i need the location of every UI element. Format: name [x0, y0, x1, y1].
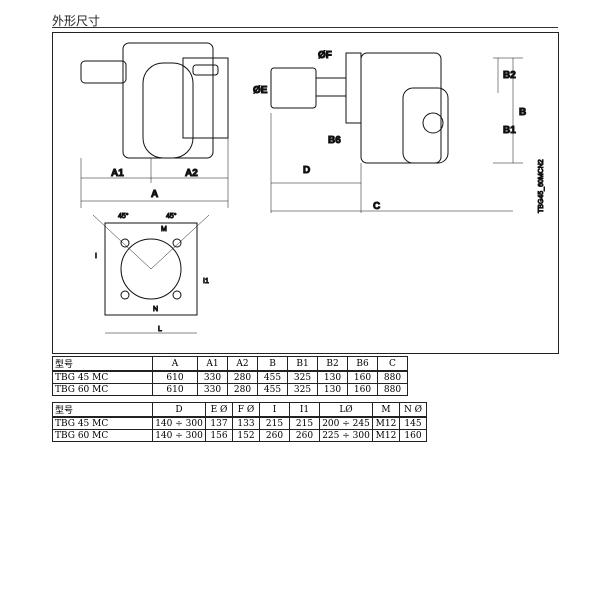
cell: 200 ÷ 245 [319, 416, 373, 430]
cell: 280 [227, 383, 258, 396]
header-b: B [257, 356, 288, 372]
angle-left: 45° [118, 212, 129, 220]
cell: 160 [347, 383, 378, 396]
cell: 140 ÷ 300 [152, 416, 206, 430]
cell: TBG 60 MC [52, 383, 153, 396]
cell: 455 [257, 370, 288, 384]
header-n: N Ø [399, 402, 427, 418]
header-a: A [152, 356, 198, 372]
cell: 880 [377, 383, 408, 396]
cell: TBG 45 MC [52, 416, 153, 430]
cell: TBG 45 MC [52, 370, 153, 384]
drawing-frame: A1 A2 A 45° 45° M N L I I1 D C B2 B1 B B… [52, 32, 559, 354]
dim-a: A [151, 189, 158, 200]
cell: 140 ÷ 300 [152, 429, 206, 442]
cell: 130 [317, 383, 348, 396]
header-d: D [152, 402, 206, 418]
table-header: 型号 A A1 A2 B B1 B2 B6 C [52, 356, 408, 372]
title-rule [52, 27, 558, 28]
drawing-code: TBG45_60MCN2 [538, 159, 545, 213]
cell: 325 [287, 370, 318, 384]
dim-b: B [519, 107, 526, 118]
cell: 225 ÷ 300 [319, 429, 373, 442]
header-i: I [259, 402, 290, 418]
cell: TBG 60 MC [52, 429, 153, 442]
header-model: 型号 [52, 402, 153, 418]
header-i1: I1 [289, 402, 320, 418]
cell: 137 [205, 416, 233, 430]
angle-right: 45° [166, 212, 177, 220]
dim-b2: B2 [503, 70, 516, 81]
dim-a2: A2 [185, 168, 198, 179]
dim-m: M [161, 226, 167, 233]
header-a1: A1 [197, 356, 228, 372]
dim-i: I [95, 253, 97, 260]
cell: 160 [399, 429, 427, 442]
cell: 152 [232, 429, 260, 442]
dim-c: C [373, 201, 380, 212]
table-header: 型号 D E Ø F Ø I I1 LØ M N Ø [52, 402, 427, 418]
dim-l: L [158, 326, 162, 333]
cell: 610 [152, 383, 198, 396]
cell: 145 [399, 416, 427, 430]
dim-d: D [303, 165, 310, 176]
cell: 160 [347, 370, 378, 384]
cell: 215 [289, 416, 320, 430]
side-view: D C B2 B1 B B6 ØE ØF TBG45_60MCN2 [253, 50, 546, 214]
cell: 260 [259, 429, 290, 442]
flange-view: 45° 45° M N L I I1 [92, 212, 209, 334]
cell: 280 [227, 370, 258, 384]
header-l: LØ [319, 402, 373, 418]
dimension-drawing: A1 A2 A 45° 45° M N L I I1 D C B2 B1 B B… [80, 42, 546, 334]
section-title: 外形尺寸 [52, 14, 101, 28]
cell: 156 [205, 429, 233, 442]
header-m: M [372, 402, 400, 418]
header-b2: B2 [317, 356, 348, 372]
dim-b6: B6 [328, 135, 341, 146]
header-model: 型号 [52, 356, 153, 372]
cell: 325 [287, 383, 318, 396]
dim-a1: A1 [111, 168, 124, 179]
header-b1: B1 [287, 356, 318, 372]
header-a2: A2 [227, 356, 258, 372]
dim-e: ØE [253, 85, 268, 96]
cell: M12 [372, 429, 400, 442]
cell: M12 [372, 416, 400, 430]
header-e: E Ø [205, 402, 233, 418]
header-c: C [377, 356, 408, 372]
cell: 330 [197, 370, 228, 384]
dim-n: N [153, 306, 158, 313]
header-f: F Ø [232, 402, 260, 418]
dim-b1: B1 [503, 125, 516, 136]
cell: 260 [289, 429, 320, 442]
header-b6: B6 [347, 356, 378, 372]
cell: 330 [197, 383, 228, 396]
dim-i1: I1 [203, 278, 209, 285]
cell: 610 [152, 370, 198, 384]
cell: 880 [377, 370, 408, 384]
front-view: A1 A2 A [80, 42, 229, 208]
cell: 455 [257, 383, 288, 396]
cell: 133 [232, 416, 260, 430]
cell: 130 [317, 370, 348, 384]
cell: 215 [259, 416, 290, 430]
dim-f: ØF [318, 50, 332, 61]
